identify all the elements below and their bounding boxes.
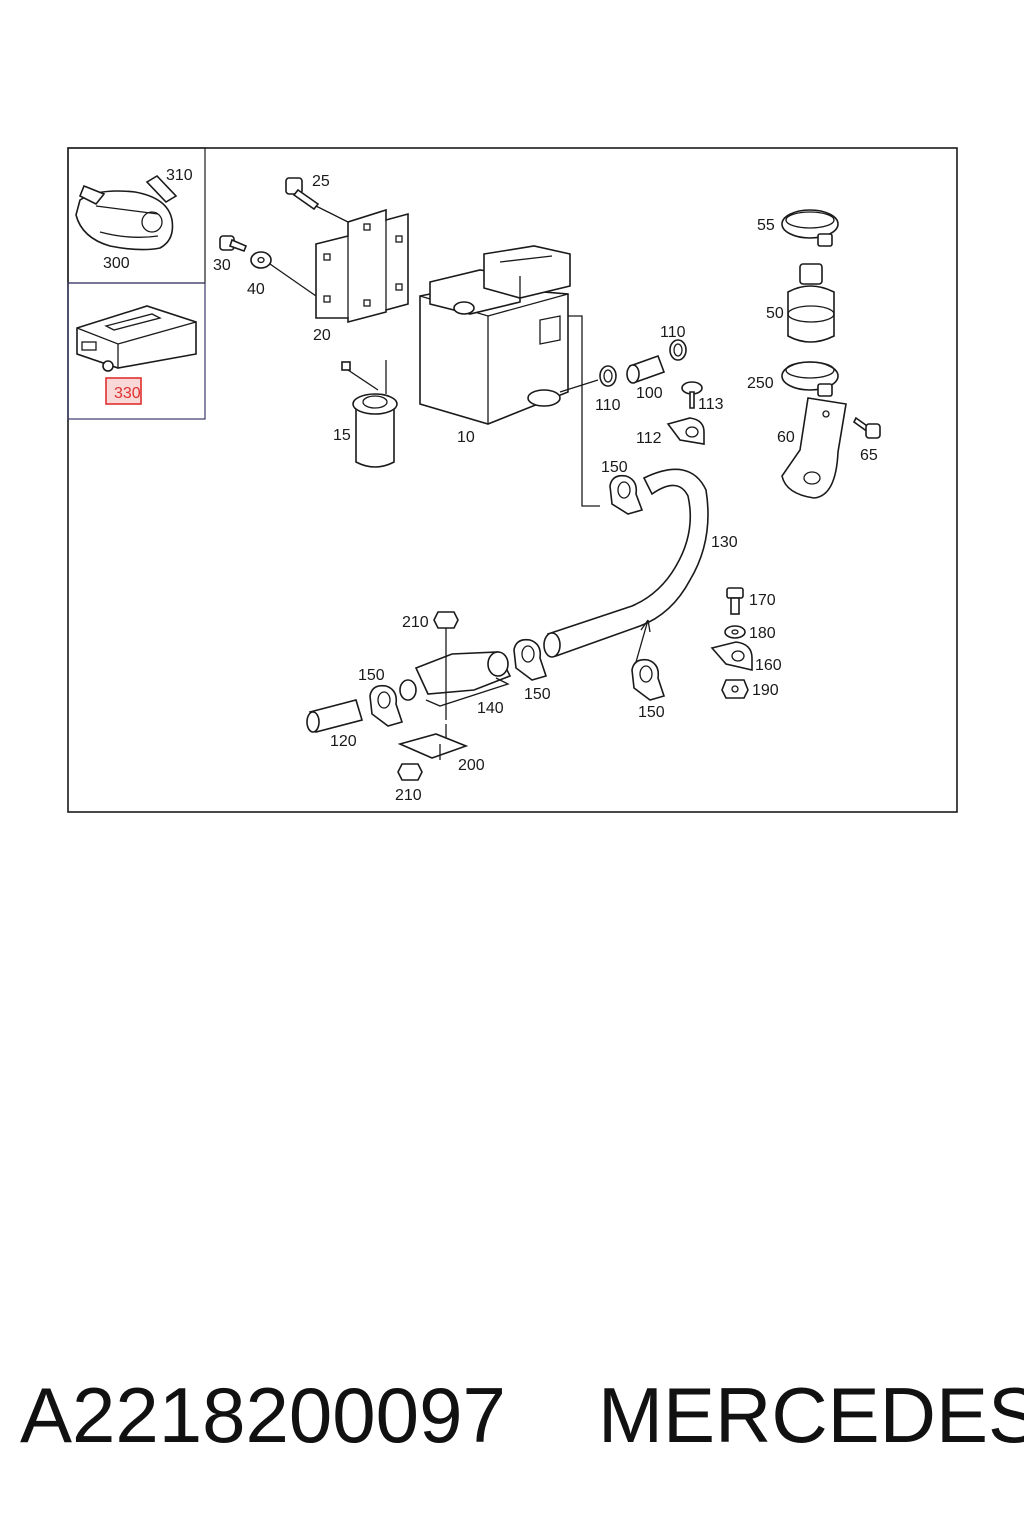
clamp-part-110-b <box>669 339 687 361</box>
part-number: A2218200097 <box>20 1371 506 1459</box>
leader-40 <box>269 263 317 297</box>
band-clamp-part-55 <box>781 209 839 247</box>
clamp-part-110-a <box>599 365 617 387</box>
clamp-part-150-c <box>513 638 548 681</box>
bolt-part-170 <box>726 587 744 615</box>
clamp-part-150-d <box>631 658 666 701</box>
heater-unit-part-10 <box>419 245 571 425</box>
silencer-part-140 <box>399 651 512 742</box>
washer-part-40 <box>250 251 272 269</box>
clip-part-112 <box>666 417 705 445</box>
leader-25 <box>315 205 349 223</box>
label-110-a: 110 <box>595 397 621 414</box>
label-200: 200 <box>458 757 485 774</box>
nut-part-190 <box>721 679 749 699</box>
label-30: 30 <box>213 257 231 274</box>
label-100: 100 <box>636 385 663 402</box>
washer-part-180 <box>724 625 746 639</box>
bolt-part-30 <box>219 235 248 253</box>
label-25: 25 <box>312 173 330 190</box>
clamp-part-150-a <box>609 474 644 515</box>
bolt-part-65 <box>852 416 881 439</box>
highlight-box-330 <box>105 377 142 405</box>
hose-part-100 <box>626 354 666 384</box>
receiver-part-330 <box>76 305 197 372</box>
label-190: 190 <box>752 682 779 699</box>
label-65: 65 <box>860 447 878 464</box>
label-15: 15 <box>333 427 351 444</box>
label-210-b: 210 <box>395 787 422 804</box>
label-113: 113 <box>698 396 724 413</box>
label-150-d: 150 <box>638 704 665 721</box>
label-40: 40 <box>247 281 265 298</box>
label-150-b: 150 <box>358 667 385 684</box>
bracket-part-60 <box>781 397 847 499</box>
inset-frame-receiver <box>67 282 206 420</box>
label-150-a: 150 <box>601 459 628 476</box>
label-310: 310 <box>166 167 193 184</box>
battery-part-310 <box>145 174 178 204</box>
bolt-part-25 <box>285 177 320 211</box>
clip-part-160 <box>710 641 753 672</box>
mounting-plate-part-200 <box>397 733 469 760</box>
pipe-part-130 <box>543 468 709 663</box>
fuel-pump-part-15 <box>341 360 398 468</box>
exploded-parts-diagram: 310 300 330 25 30 40 20 15 10 55 50 250 … <box>67 147 958 813</box>
label-210-a: 210 <box>402 614 429 631</box>
nut-part-210-b <box>397 763 423 781</box>
leader-heater-right <box>568 315 600 507</box>
label-55: 55 <box>757 217 775 234</box>
label-130: 130 <box>711 534 738 551</box>
damper-part-50 <box>787 263 835 343</box>
label-150-c: 150 <box>524 686 551 703</box>
label-250: 250 <box>747 375 774 392</box>
band-clamp-part-250 <box>781 361 839 397</box>
label-120: 120 <box>330 733 357 750</box>
bracket-part-20 <box>315 208 409 324</box>
label-180: 180 <box>749 625 776 642</box>
label-112: 112 <box>636 430 662 447</box>
brand-name: MERCEDES <box>598 1371 1024 1459</box>
nut-part-210-a <box>433 611 459 652</box>
label-160: 160 <box>755 657 782 674</box>
label-50: 50 <box>766 305 784 322</box>
diagram-frame <box>67 147 958 813</box>
label-60: 60 <box>777 429 795 446</box>
label-300: 300 <box>103 255 130 272</box>
leader-heater-hose <box>559 379 599 393</box>
clamp-part-150-b <box>369 684 404 727</box>
label-140: 140 <box>477 700 504 717</box>
label-170: 170 <box>749 592 776 609</box>
label-20: 20 <box>313 327 331 344</box>
label-330: 330 <box>114 385 141 402</box>
footer-caption: A2218200097 MERCEDES <box>20 1370 1024 1470</box>
label-110-b: 110 <box>660 324 686 341</box>
remote-key-part-300 <box>75 184 174 251</box>
label-10: 10 <box>457 429 475 446</box>
hose-part-120 <box>306 699 364 733</box>
screw-part-113 <box>681 381 703 409</box>
